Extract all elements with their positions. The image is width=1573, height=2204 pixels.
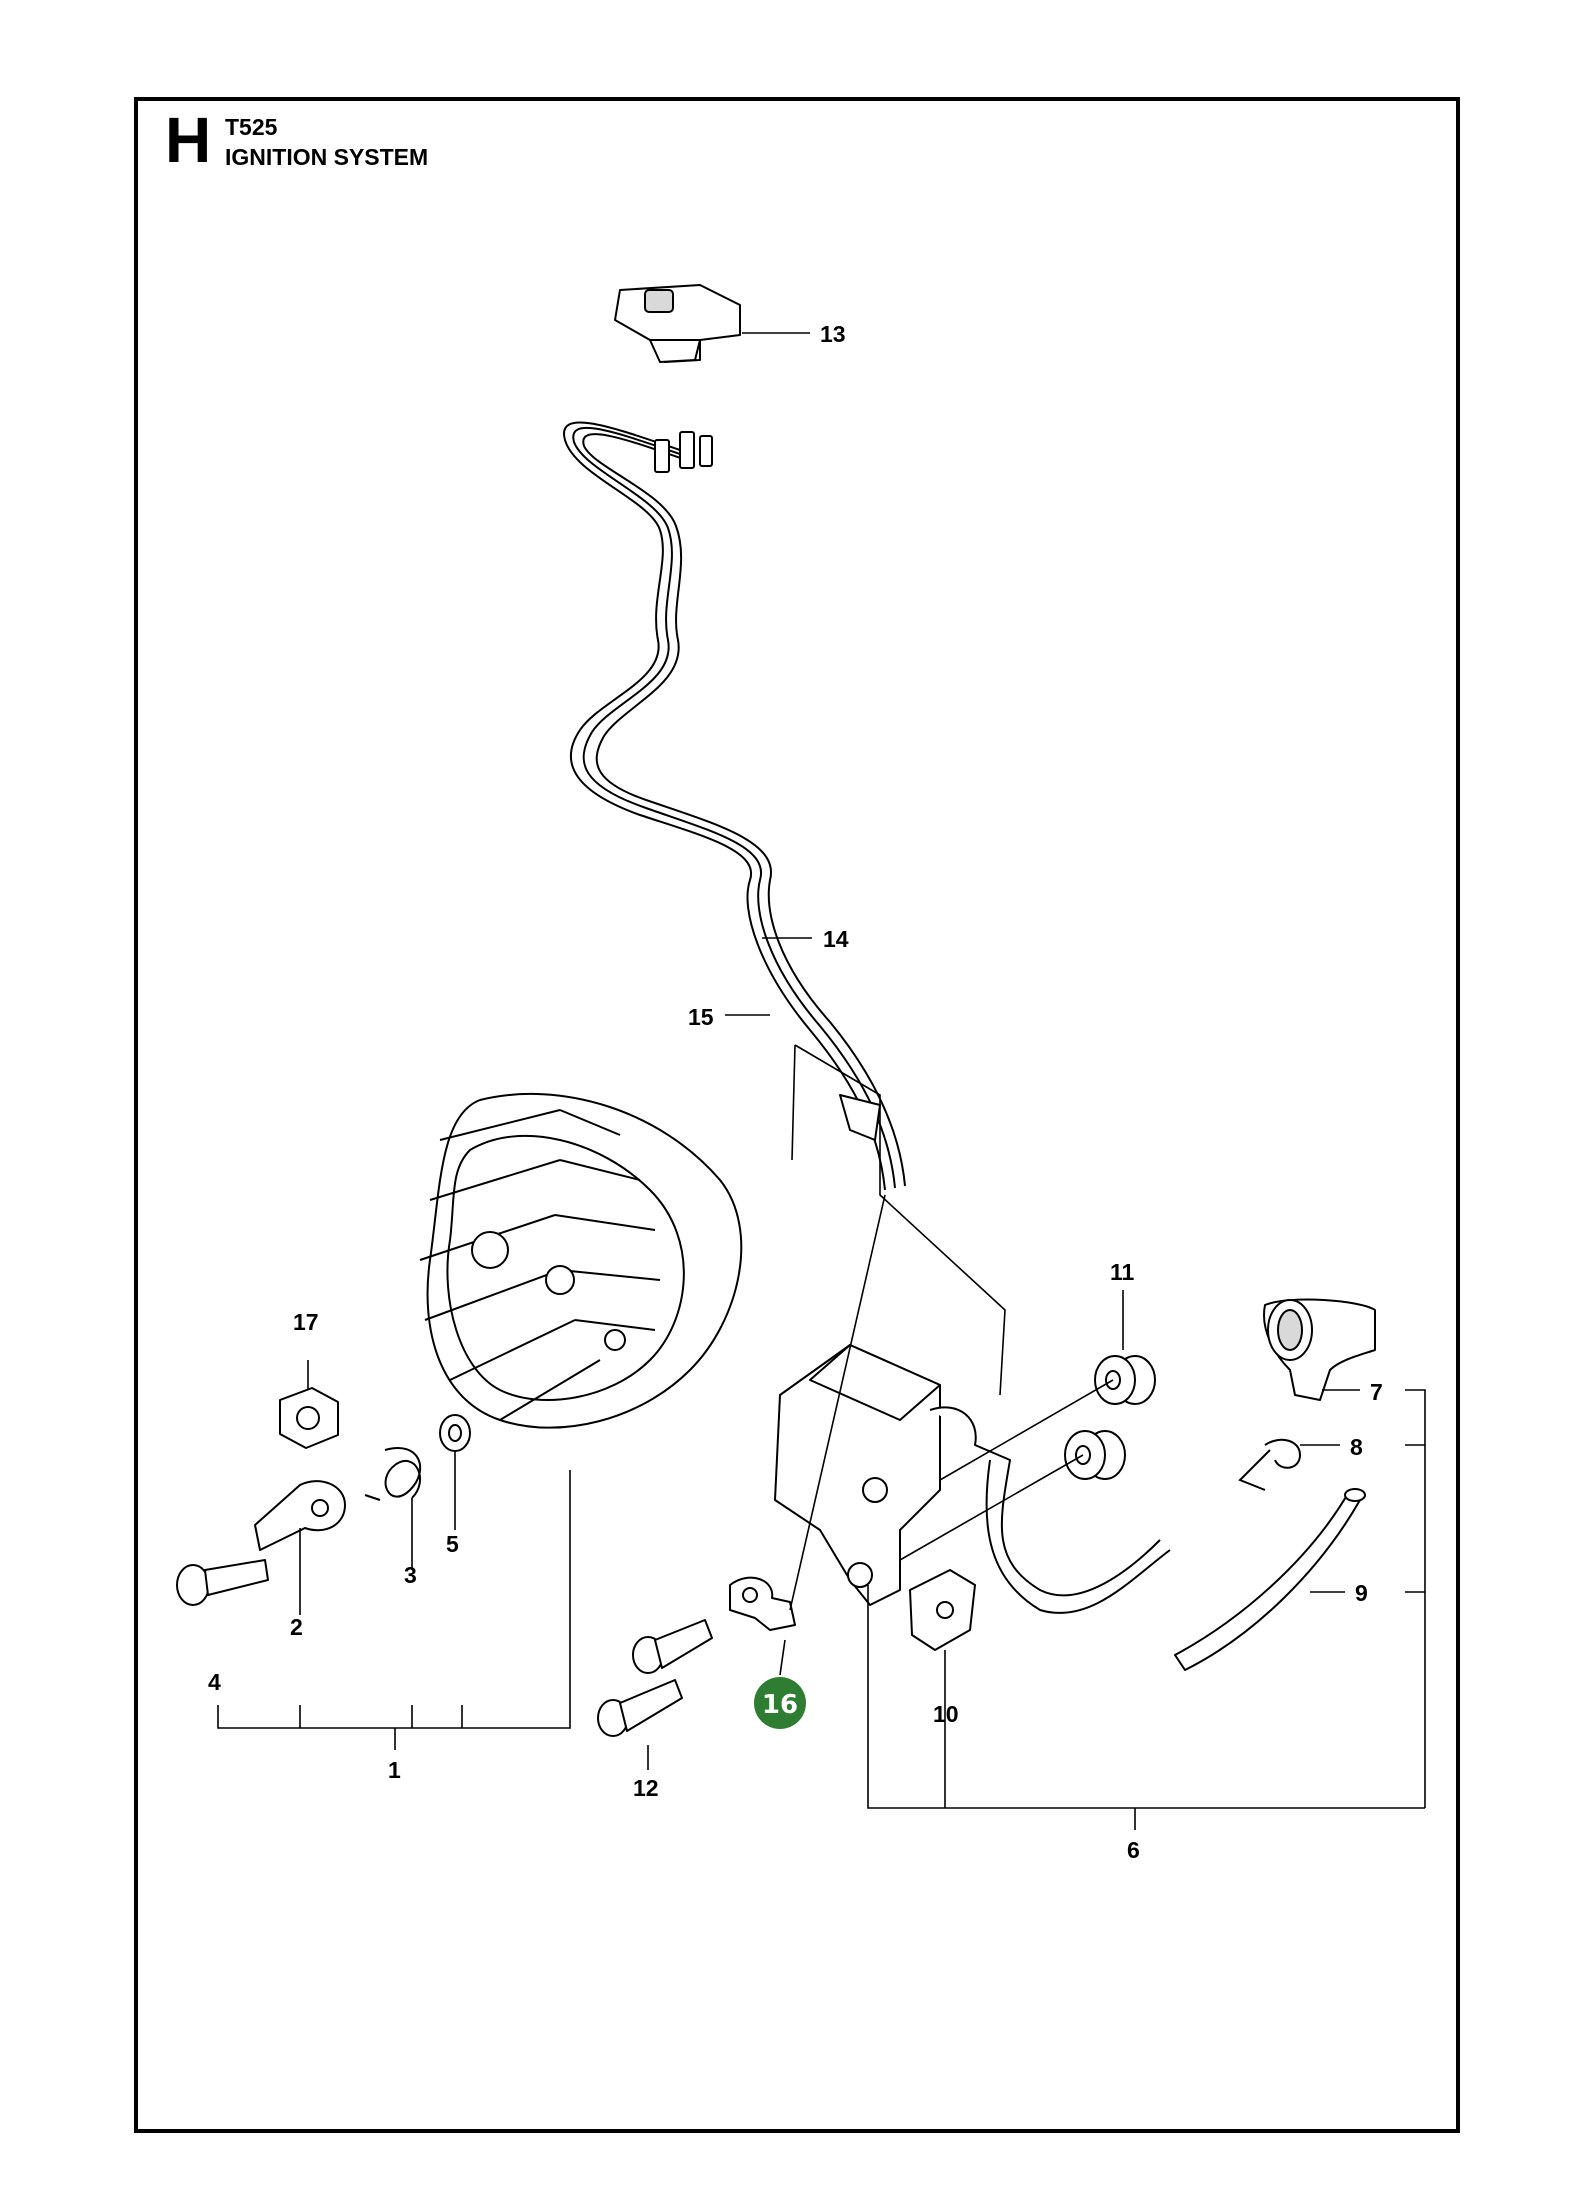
callout-13[interactable]: 13 xyxy=(820,321,846,347)
callout-15[interactable]: 15 xyxy=(688,1004,714,1030)
callout-5[interactable]: 5 xyxy=(446,1531,459,1557)
spark-plug-boot-part[interactable] xyxy=(1263,1298,1376,1401)
callout-3[interactable]: 3 xyxy=(404,1562,417,1588)
flywheel-part[interactable] xyxy=(419,1093,743,1429)
callout-16: 16 xyxy=(762,1690,798,1720)
page-frame xyxy=(134,97,1460,2133)
washer-part[interactable] xyxy=(439,1414,471,1452)
callout-4[interactable]: 4 xyxy=(208,1669,221,1695)
pawl-screw-part[interactable] xyxy=(176,1559,269,1606)
callout-9[interactable]: 9 xyxy=(1355,1580,1368,1606)
stop-switch-part[interactable] xyxy=(614,284,741,363)
boot-spring-part[interactable] xyxy=(1238,1438,1302,1491)
section-letter: H xyxy=(165,104,212,176)
module-screw-part-upper[interactable] xyxy=(632,1619,713,1674)
spring-part[interactable] xyxy=(364,1447,422,1501)
callout-6[interactable]: 6 xyxy=(1127,1837,1140,1863)
callout-12[interactable]: 12 xyxy=(633,1775,659,1801)
kit-outline-2 xyxy=(791,1044,796,1161)
callout-8[interactable]: 8 xyxy=(1350,1434,1363,1460)
spacer-part-upper[interactable] xyxy=(1094,1355,1156,1405)
highlight-badge xyxy=(754,1677,806,1729)
wire-harness[interactable] xyxy=(562,421,906,1191)
callout-10[interactable]: 10 xyxy=(933,1701,959,1727)
spacer-part-lower[interactable] xyxy=(1064,1430,1126,1480)
model-number: T525 xyxy=(225,114,278,140)
ignition-lead-part[interactable] xyxy=(1174,1488,1366,1671)
kit-outline xyxy=(794,1044,1006,1396)
callout-14[interactable]: 14 xyxy=(823,926,849,952)
diagram-title: IGNITION SYSTEM xyxy=(225,144,429,170)
callout-1[interactable]: 1 xyxy=(388,1757,401,1783)
callout-2[interactable]: 2 xyxy=(290,1614,303,1640)
leader-lines xyxy=(217,332,1426,1830)
module-screw-part-lower[interactable] xyxy=(597,1679,683,1737)
clip-part[interactable] xyxy=(909,1569,976,1651)
highlight-callout-16[interactable]: 16 xyxy=(754,1677,806,1729)
ground-bracket-part[interactable] xyxy=(729,1576,796,1631)
pawl-part[interactable] xyxy=(254,1480,346,1551)
callout-11[interactable]: 11 xyxy=(1110,1259,1135,1285)
flywheel-nut-part[interactable] xyxy=(279,1387,339,1449)
ignition-module-part[interactable] xyxy=(774,1344,1171,1614)
callout-7[interactable]: 7 xyxy=(1370,1379,1383,1405)
callout-17[interactable]: 17 xyxy=(293,1309,319,1335)
